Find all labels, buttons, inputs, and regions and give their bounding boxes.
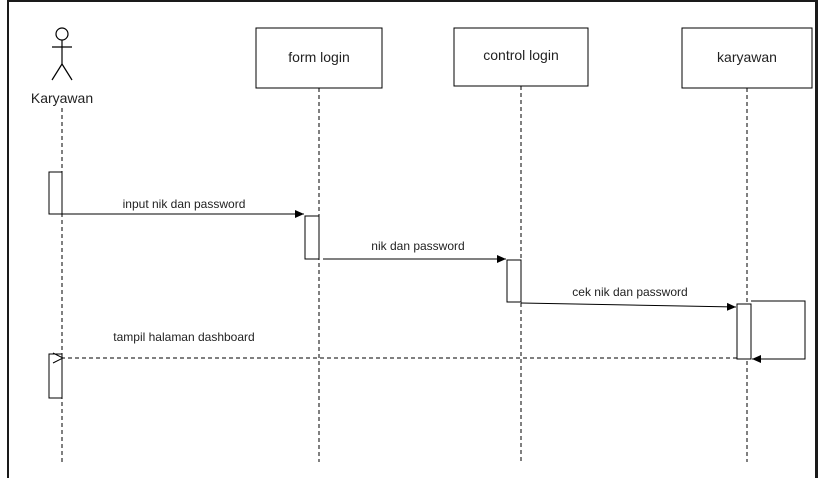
lifeline-label: karyawan: [717, 49, 777, 65]
activation-karyawan: [736, 303, 752, 360]
lifeline-label: control login: [483, 47, 559, 63]
actor-leg-left: [51, 63, 63, 81]
lifeline-karyawan: karyawan: [681, 27, 813, 89]
self-call-karyawan: [751, 300, 806, 363]
lifeline-control-login: control login: [453, 27, 589, 87]
activation-form-login: [304, 215, 320, 260]
self-call-arrow: [751, 300, 806, 363]
activation-control-login: [506, 259, 522, 303]
lifeline-form-login: form login: [255, 27, 383, 89]
message-label: nik dan password: [371, 239, 464, 253]
message-nik-dan-password: nik dan password: [323, 239, 506, 263]
message-label: input nik dan password: [123, 197, 246, 211]
actor-label: Karyawan: [31, 90, 93, 106]
actor-head: [55, 27, 69, 41]
lifeline-box: [681, 27, 813, 89]
message-label: cek nik dan password: [572, 285, 687, 299]
activation-actor-1: [48, 171, 63, 215]
actor-karyawan: Karyawan: [31, 27, 93, 106]
actor-leg-right: [61, 63, 73, 81]
lifeline-label: form login: [288, 49, 349, 65]
lifeline-box: [453, 27, 589, 87]
message-tampil-halaman-dashboard: tampil halaman dashboard: [63, 330, 737, 358]
message-cek-nik-dan-password: cek nik dan password: [520, 285, 737, 311]
message-label: tampil halaman dashboard: [113, 330, 254, 344]
message-arrow: [520, 302, 737, 311]
activation-actor-2: [48, 353, 63, 399]
message-input-nik-dan-password: input nik dan password: [62, 197, 304, 218]
